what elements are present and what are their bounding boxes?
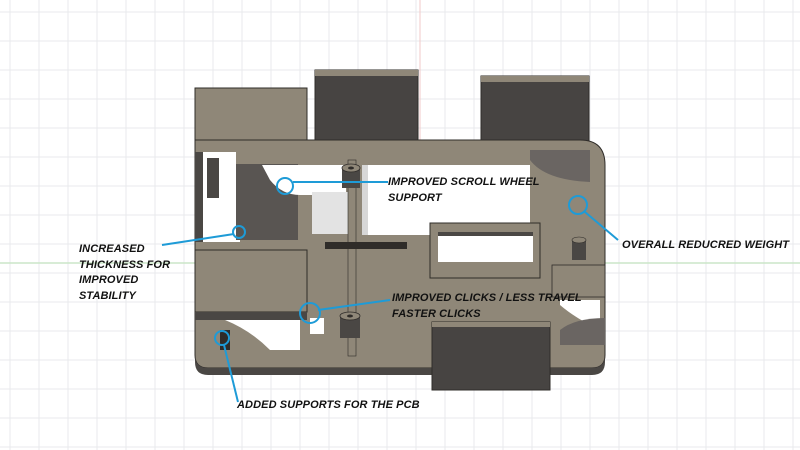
leader-clicks <box>317 299 391 311</box>
marker-weight <box>568 195 588 215</box>
leader-weight <box>584 211 619 241</box>
callout-line: FASTER CLICKS <box>392 307 481 320</box>
callout-pcb-supports: ADDED SUPPORTS FOR THE PCB <box>237 398 420 414</box>
right-boss <box>571 236 587 260</box>
callout-scroll-wheel-support: IMPROVED SCROLL WHEEL SUPPORT <box>388 175 540 206</box>
annotation-layer <box>161 177 619 403</box>
callout-line: IMPROVED CLICKS / LESS TRAVEL <box>392 292 582 304</box>
component-box <box>429 222 541 279</box>
leader-thickness <box>161 233 235 246</box>
callout-line: IMPROVED <box>79 274 139 286</box>
callout-line: INCREASED <box>79 243 145 255</box>
left-rear-block <box>194 87 308 149</box>
left-button-block <box>194 249 308 320</box>
marker-thickness <box>232 225 246 239</box>
callout-increased-thickness: INCREASED THICKNESS FOR IMPROVED STABILI… <box>79 242 170 304</box>
right-side-block <box>551 264 606 298</box>
callout-overall-weight: OVERALL REDUCRED WEIGHT <box>622 238 789 254</box>
rib-vertical <box>347 159 357 357</box>
top-right-wall <box>480 75 590 143</box>
rib-horizontal <box>325 242 407 249</box>
callout-line: STABILITY <box>79 289 136 302</box>
top-left-wall <box>314 69 419 143</box>
callout-improved-clicks: IMPROVED CLICKS / LESS TRAVEL FASTER CLI… <box>392 291 582 322</box>
callout-line: IMPROVED SCROLL WHEEL <box>388 176 540 188</box>
callout-line: THICKNESS FOR <box>79 258 171 271</box>
right-top-cutout <box>530 150 590 182</box>
leader-pcb <box>223 344 239 403</box>
marker-scroll-wheel <box>276 177 294 195</box>
marker-clicks <box>299 302 321 324</box>
front-wall-block <box>431 321 551 391</box>
mouse-shell-model <box>194 69 606 391</box>
pcb-support-cutout <box>210 320 300 350</box>
callout-line: ADDED SUPPORTS FOR THE PCB <box>237 399 420 411</box>
lower-right-curve <box>560 318 605 345</box>
marker-pcb <box>214 330 230 346</box>
click-post <box>310 311 361 338</box>
callout-line: OVERALL REDUCRED WEIGHT <box>622 239 790 251</box>
scroll-post <box>341 163 361 188</box>
callout-line: SUPPORT <box>388 191 442 204</box>
